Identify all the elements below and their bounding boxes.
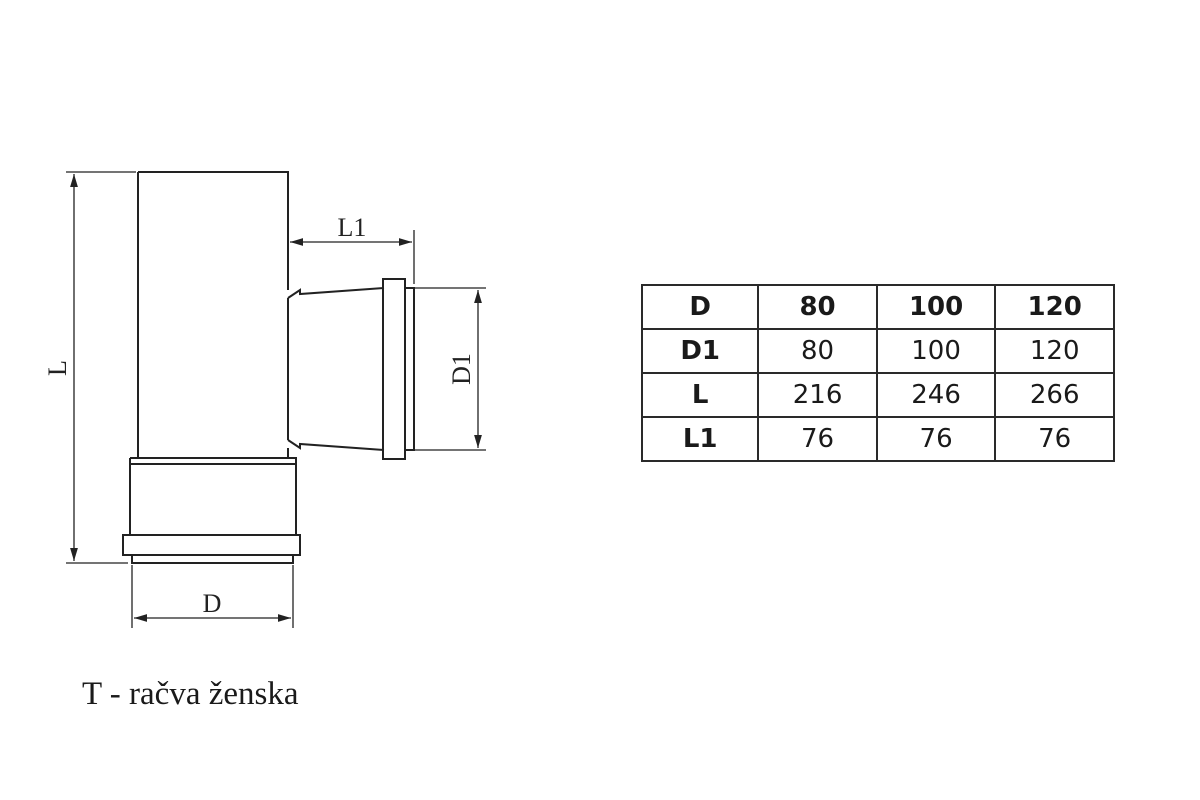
row-label: L — [640, 372, 760, 418]
table-cell: 76 — [757, 416, 878, 462]
table-cell: 80 — [757, 328, 878, 374]
table-cell: 76 — [875, 416, 997, 462]
branch-lower-edge — [287, 439, 385, 451]
dim-d1-label: D1 — [447, 353, 476, 385]
table-cell: 120 — [994, 328, 1115, 374]
table-cell: 266 — [994, 372, 1115, 418]
table-row: D1 80 100 120 — [640, 328, 1115, 374]
table-row: D 80 100 120 — [640, 284, 1115, 330]
table-cell: 120 — [994, 284, 1115, 330]
table-cell: 100 — [875, 328, 997, 374]
row-label: D — [640, 284, 760, 330]
row-label: L1 — [640, 416, 760, 462]
dim-l1-label: L1 — [338, 213, 367, 242]
main-pipe-outline — [137, 171, 289, 458]
branch-upper-edge — [287, 287, 385, 299]
table-cell: 76 — [994, 416, 1115, 462]
dimension-table: D 80 100 120 D1 80 100 120 L 216 246 266… — [640, 284, 1115, 462]
bottom-collar — [122, 534, 301, 556]
product-caption: T - račva ženska — [82, 676, 299, 712]
branch-collar-inner — [404, 287, 415, 451]
lower-socket — [129, 457, 297, 535]
dim-l-label: L — [43, 360, 72, 376]
table-cell: 216 — [757, 372, 878, 418]
table-row: L1 76 76 76 — [640, 416, 1115, 462]
branch-collar-outer — [382, 278, 406, 460]
bottom-collar-base — [131, 554, 294, 564]
table-cell: 246 — [875, 372, 997, 418]
table-row: L 216 246 266 — [640, 372, 1115, 418]
row-label: D1 — [640, 328, 760, 374]
table-cell: 100 — [875, 284, 997, 330]
table-cell: 80 — [757, 284, 878, 330]
dim-d-label: D — [203, 589, 222, 618]
